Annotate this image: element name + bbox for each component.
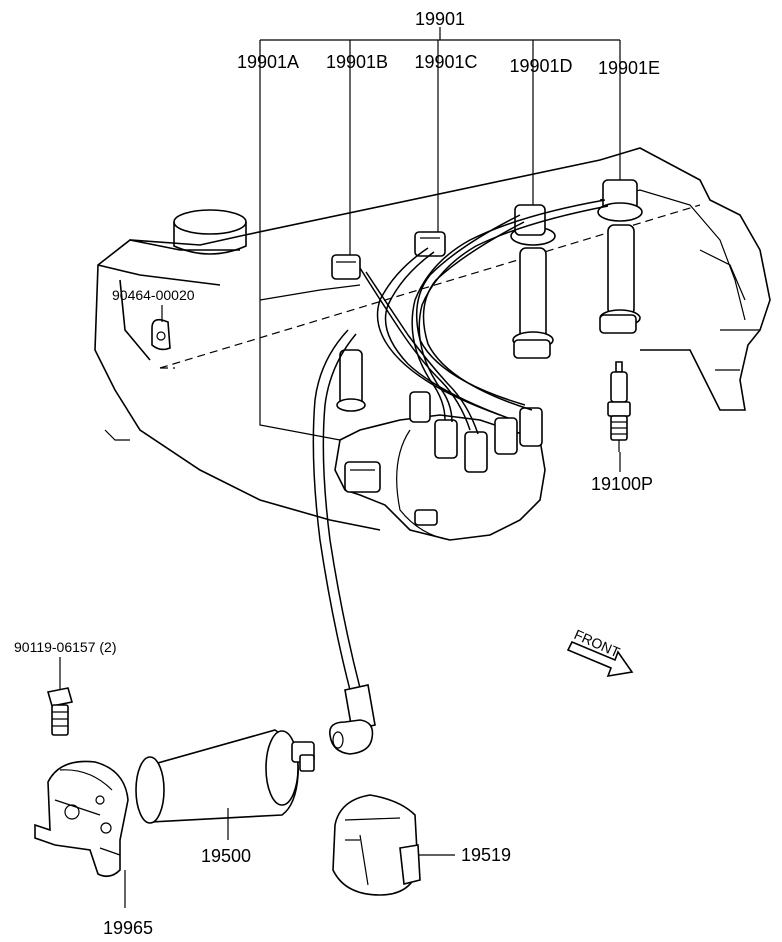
bolt <box>46 687 74 736</box>
plug-boot-b <box>331 254 361 280</box>
bolt-label: 90119-06157 (2) <box>14 639 116 655</box>
engine-block <box>94 147 771 531</box>
plug-boot-c <box>414 231 446 257</box>
cord-b-label: 19901B <box>326 52 388 72</box>
plug-cord-e <box>597 179 643 334</box>
distributor <box>334 391 546 541</box>
clamp-label: 90464-00020 <box>112 287 195 303</box>
spark-plug <box>607 361 631 452</box>
ignition-wire-bundle <box>312 199 609 691</box>
plug-boot-a <box>336 349 366 412</box>
ignition-coil-label: 19500 <box>201 846 251 866</box>
spark-plug-label: 19100P <box>591 474 653 494</box>
cord-c-label: 19901C <box>414 52 477 72</box>
distributor-rotor <box>332 794 421 896</box>
ignition-coil <box>135 729 315 824</box>
coil-bracket <box>34 760 129 878</box>
clamp <box>151 318 171 351</box>
cord-d-label: 19901D <box>509 56 572 76</box>
cord-e-label: 19901E <box>598 58 660 78</box>
coil-bracket-label: 19965 <box>103 918 153 938</box>
cord-a-label: 19901A <box>237 52 299 72</box>
harness-set-label: 19901 <box>415 9 465 29</box>
plug-cord-d <box>510 204 556 359</box>
coil-lead-boot <box>328 684 376 755</box>
leader-lines <box>59 27 621 908</box>
front-arrow: FRONT <box>566 626 634 678</box>
distributor-rotor-label: 19519 <box>461 845 511 865</box>
